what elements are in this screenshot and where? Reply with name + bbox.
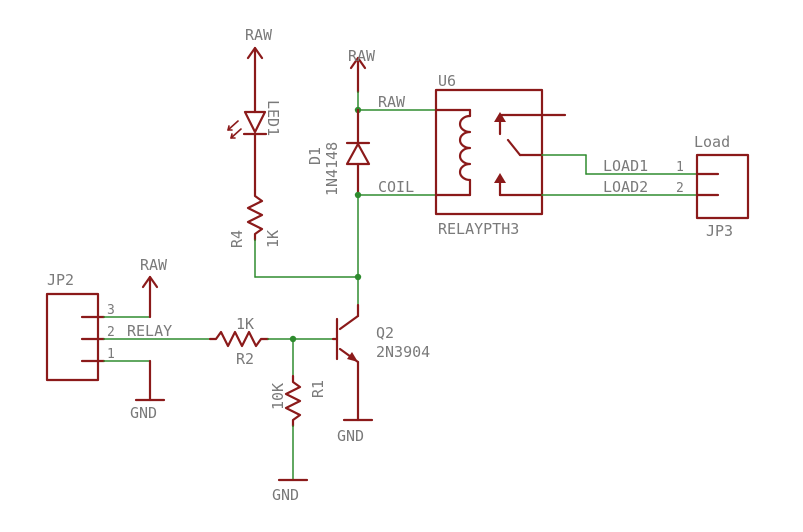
r2-name: R2 [236,350,254,368]
diode-d1: D1 1N4148 [306,108,371,197]
raw-supply-jp2-label: RAW [140,256,168,274]
jp2-pin1: 1 [107,347,115,362]
resistor-r4: R4 1K [228,188,282,248]
gnd-r1: GND [272,478,309,504]
gnd-q2-label: GND [337,427,364,445]
connector-jp3: Load 1 2 JP3 [676,133,750,240]
relay-coil [434,108,472,197]
relay-pin-coil-label: COIL [378,178,414,196]
jp3-pin2: 2 [676,181,684,196]
led1-name: LED1 [264,100,282,136]
jp3-title: Load [694,133,730,151]
jp2-name: JP2 [47,271,74,289]
r4-value: 1K [264,230,282,248]
raw-supply-relay: RAW [348,47,376,94]
r1-name: R1 [309,380,327,398]
relay-pin-raw-label: RAW [378,93,406,111]
u6-name: U6 [438,72,456,90]
u6-value: RELAYPTH3 [438,220,519,238]
d1-name: D1 [306,147,324,165]
led1: LED1 [227,100,282,192]
q2-value: 2N3904 [376,343,430,361]
r2-value: 1K [236,315,254,333]
gnd-jp2: GND [130,359,166,422]
raw-supply-led-label: RAW [245,26,273,44]
net-relay-label: RELAY [127,322,172,340]
transistor-q2: Q2 2N3904 [331,303,430,422]
r4-name: R4 [228,230,246,248]
gnd-jp2-label: GND [130,404,157,422]
raw-supply-led: RAW [245,26,273,114]
resistor-r2: 1K R2 [208,315,270,368]
raw-supply-relay-label: RAW [348,47,376,65]
connector-jp2: JP2 3 2 1 [45,271,115,382]
d1-value: 1N4148 [323,142,341,196]
raw-supply-jp2: RAW [140,256,168,319]
jp2-pin3: 3 [107,303,115,318]
r1-value: 10K [269,383,287,410]
gnd-r1-label: GND [272,486,299,504]
relay-u6: U6 RELAYPTH3 [434,72,567,238]
jp2-pin2: 2 [107,325,115,340]
net-load2-label: LOAD2 [603,178,648,196]
resistor-r1: R1 10K [269,374,327,428]
q2-name: Q2 [376,324,394,342]
net-load1-label: LOAD1 [603,157,648,175]
relay-switch-contact [494,112,567,197]
gnd-q2: GND [337,418,374,445]
jp3-pin1: 1 [676,160,684,175]
jp3-name: JP3 [706,222,733,240]
